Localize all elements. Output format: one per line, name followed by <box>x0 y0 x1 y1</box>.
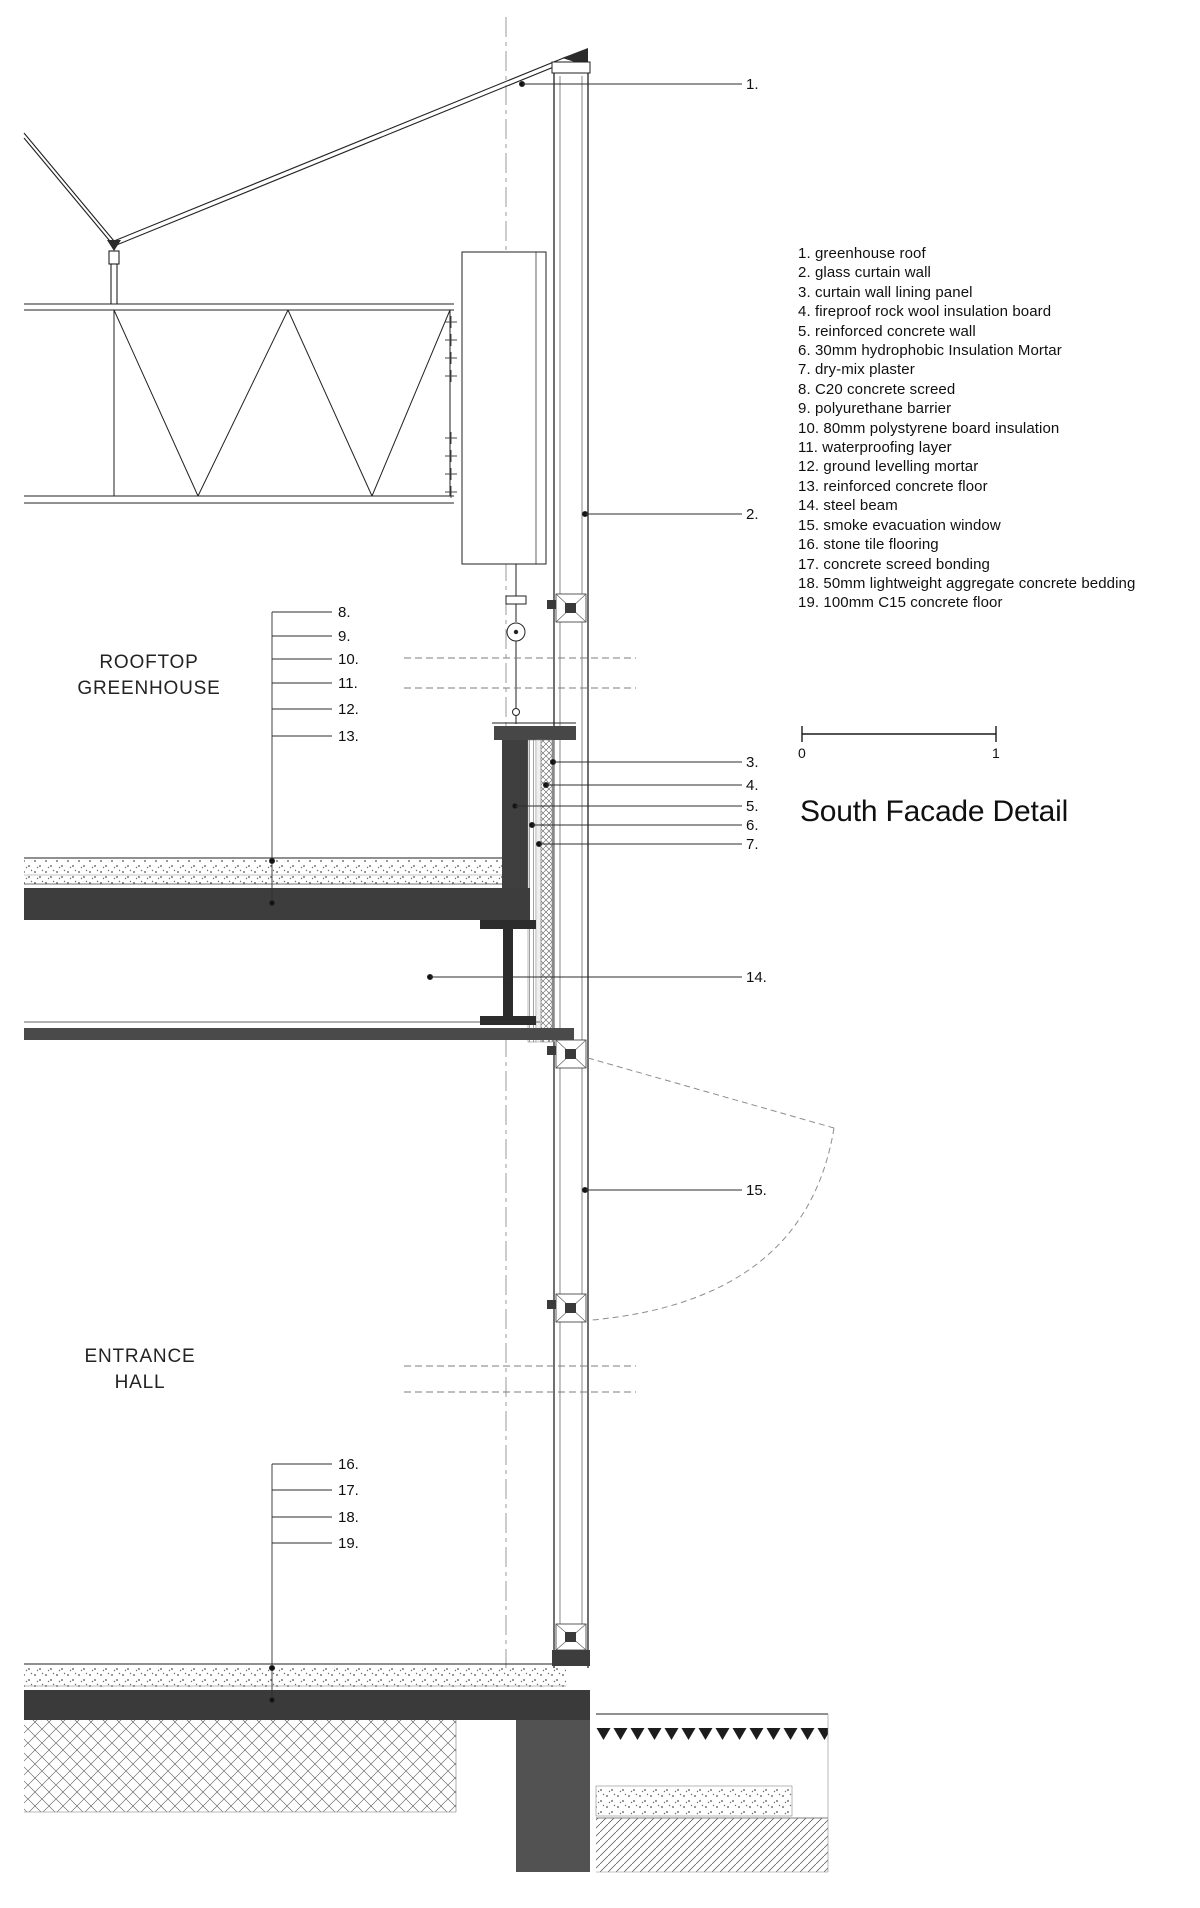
callout-11: 11. <box>338 675 358 692</box>
callout-6: 6. <box>746 817 759 834</box>
legend-item: 5. reinforced concrete wall <box>798 322 976 340</box>
legend-item: 3. curtain wall lining panel <box>798 283 973 301</box>
legend-item: 18. 50mm lightweight aggregate concrete … <box>798 574 1136 592</box>
callout-19: 19. <box>338 1535 359 1552</box>
room-label-line: ROOFTOP <box>99 652 199 673</box>
concrete-column <box>461 251 547 565</box>
legend-item: 14. steel beam <box>798 497 898 515</box>
legend-item: 6. 30mm hydrophobic Insulation Mortar <box>798 342 1062 360</box>
legend-item: 9. polyurethane barrier <box>798 400 952 418</box>
legend-item: 12. ground levelling mortar <box>798 458 979 476</box>
leader-lines-left-upper <box>268 611 332 907</box>
legend-item: 11. waterproofing layer <box>798 439 952 457</box>
callout-4: 4. <box>746 777 759 794</box>
room-label-line: GREENHOUSE <box>77 678 221 699</box>
callout-16: 16. <box>338 1456 359 1473</box>
parapet-wall-assembly <box>492 722 576 1043</box>
steel-beam <box>480 920 536 1025</box>
anchor-bracket <box>505 564 527 724</box>
callout-17: 17. <box>338 1482 359 1499</box>
callout-9: 9. <box>338 628 351 645</box>
callout-12: 12. <box>338 701 359 718</box>
legend-item: 16. stone tile flooring <box>798 536 939 554</box>
room-label-entrance-hall: ENTRANCE HALL <box>20 1344 260 1396</box>
leader-lines-left-lower <box>268 1463 332 1704</box>
legend-item: 8. C20 concrete screed <box>798 380 956 398</box>
page-title: South Facade Detail <box>800 795 1069 828</box>
window-swing-arc <box>587 1057 835 1321</box>
legend-item: 15. smoke evacuation window <box>798 516 1001 534</box>
callout-18: 18. <box>338 1509 359 1526</box>
transom-box <box>547 1293 587 1323</box>
callout-13: 13. <box>338 728 359 745</box>
transom-box <box>547 593 587 623</box>
legend: 1. greenhouse roof 2. glass curtain wall… <box>798 244 1135 613</box>
legend-item: 4. fireproof rock wool insulation board <box>798 303 1052 321</box>
entrance-floor-assembly <box>24 1650 590 1872</box>
legend-item: 17. concrete screed bonding <box>798 555 990 573</box>
scale-label-1: 1 <box>992 745 1000 761</box>
room-label-line: ENTRANCE <box>84 1346 196 1367</box>
legend-item: 2. glass curtain wall <box>798 264 931 282</box>
scale-label-0: 0 <box>798 745 806 761</box>
roof-truss <box>24 303 457 504</box>
legend-item: 13. reinforced concrete floor <box>798 477 988 495</box>
greenhouse-roof <box>23 48 588 304</box>
room-label-rooftop-greenhouse: ROOFTOP GREENHOUSE <box>29 650 269 702</box>
callout-1: 1. <box>746 76 759 93</box>
section-break-lines <box>404 657 636 1393</box>
legend-item: 10. 80mm polystyrene board insulation <box>798 419 1060 437</box>
legend-item: 1. greenhouse roof <box>798 245 926 262</box>
callout-8: 8. <box>338 604 351 621</box>
legend-item: 19. 100mm C15 concrete floor <box>798 594 1003 612</box>
scale-bar <box>801 726 997 742</box>
callout-10: 10. <box>338 651 359 668</box>
transom-box <box>555 1623 587 1651</box>
transom-box <box>547 1039 587 1069</box>
rooftop-floor-assembly <box>24 857 574 1040</box>
callout-3: 3. <box>746 754 759 771</box>
exterior-ground <box>595 1713 829 1873</box>
leader-lines-right <box>426 80 742 1194</box>
room-label-line: HALL <box>114 1372 166 1393</box>
bolt-marks <box>445 316 457 498</box>
callout-2: 2. <box>746 506 759 523</box>
callout-15: 15. <box>746 1182 767 1199</box>
callout-7: 7. <box>746 836 759 853</box>
legend-item: 7. dry-mix plaster <box>798 361 915 379</box>
callout-5: 5. <box>746 798 759 815</box>
callout-14: 14. <box>746 969 767 986</box>
foundation-column <box>516 1720 590 1872</box>
